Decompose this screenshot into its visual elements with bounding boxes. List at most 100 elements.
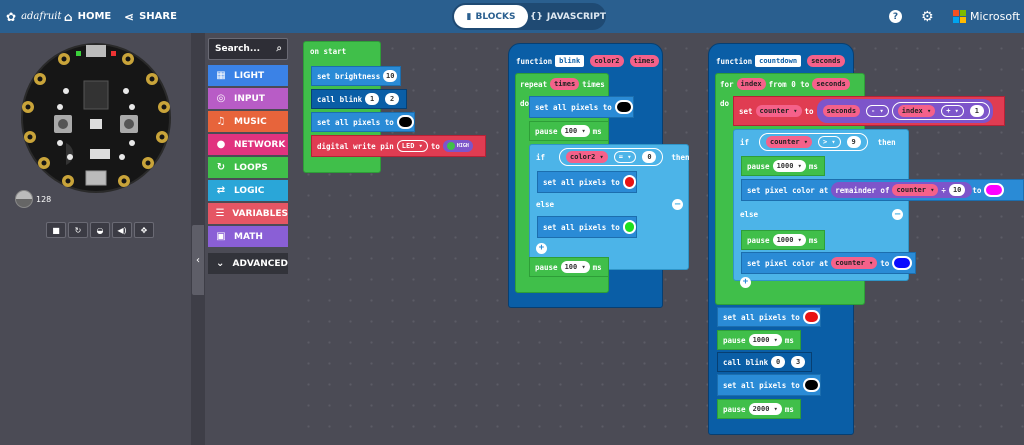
fullscreen-button[interactable]: ✥ — [134, 222, 154, 238]
call-blink-block[interactable]: call blink 1 2 — [311, 89, 407, 109]
light-level-slider[interactable]: 128 — [15, 190, 51, 208]
category-light[interactable]: ▦LIGHT — [208, 65, 288, 86]
stop-button[interactable]: ■ — [46, 222, 66, 238]
category-math[interactable]: ▣MATH — [208, 226, 288, 247]
cond-op-dropdown[interactable]: = ▾ — [613, 151, 637, 163]
mute-button[interactable]: ◀) — [112, 222, 132, 238]
param-color2[interactable]: color2 — [590, 55, 624, 67]
seconds-var[interactable]: seconds — [822, 105, 861, 117]
counter-var-dropdown[interactable]: counter ▾ — [755, 105, 802, 117]
pause-value-dropdown[interactable]: 1000 ▾ — [772, 160, 806, 172]
index-var-dropdown[interactable]: index ▾ — [897, 105, 936, 117]
restart-button[interactable]: ↻ — [68, 222, 88, 238]
param-times[interactable]: times — [629, 55, 659, 67]
set-all-pixels-black-block[interactable]: set all pixels to — [717, 374, 821, 396]
pin-dropdown[interactable]: LED ▾ — [396, 140, 428, 152]
circuit-playground-board[interactable] — [10, 43, 182, 193]
collapse-simulator-button[interactable]: ‹ — [192, 225, 204, 295]
black-color-swatch[interactable] — [614, 100, 633, 114]
blink-arg2-input[interactable]: 3 — [791, 356, 806, 368]
pause-block-3[interactable]: pause 1000 ▾ ms — [717, 330, 801, 350]
pause-block[interactable]: pause 1000 ▾ ms — [741, 156, 825, 176]
set-brightness-block[interactable]: set brightness 10 — [311, 66, 401, 86]
blocks-workspace[interactable]: on start set brightness 10 call blink 1 … — [293, 33, 1024, 445]
category-network[interactable]: ●NETWORK — [208, 134, 288, 155]
javascript-tab[interactable]: {} JAVASCRIPT — [530, 5, 606, 28]
gt-op-dropdown[interactable]: > ▾ — [817, 136, 841, 148]
pause-value-dropdown[interactable]: 2000 ▾ — [748, 403, 782, 415]
counter-var-dropdown[interactable]: counter ▾ — [892, 184, 939, 196]
add-branch-icon[interactable]: + — [536, 242, 547, 254]
category-advanced[interactable]: ⌄ADVANCED — [208, 253, 288, 274]
set-all-pixels-red-block[interactable]: set all pixels to — [537, 171, 637, 193]
nine-value-input[interactable]: 9 — [846, 136, 861, 148]
pause-value-dropdown[interactable]: 1000 ▾ — [772, 234, 806, 246]
home-button[interactable]: ⌂ HOME — [64, 0, 111, 33]
minus-op-dropdown[interactable]: - ▾ — [866, 105, 889, 117]
pause-value-dropdown[interactable]: 100 ▾ — [560, 261, 590, 273]
adafruit-logo[interactable]: ✿ adafruit — [6, 0, 62, 33]
category-music[interactable]: ♫MUSIC — [208, 111, 288, 132]
category-input[interactable]: ◎INPUT — [208, 88, 288, 109]
index-var[interactable]: index — [736, 78, 766, 90]
pause-value-dropdown[interactable]: 1000 ▾ — [748, 334, 782, 346]
blink-arg1-input[interactable]: 1 — [365, 93, 380, 105]
plus-op-dropdown[interactable]: + ▾ — [941, 105, 964, 117]
math-expression[interactable]: seconds - ▾ index ▾ + ▾ 1 — [816, 99, 993, 123]
cond-var-dropdown[interactable]: color2 ▾ — [566, 151, 608, 163]
one-value-input[interactable]: 1 — [969, 105, 984, 117]
set-all-pixels-block[interactable]: set all pixels to — [529, 96, 634, 118]
set-counter-block[interactable]: set counter ▾ to seconds - ▾ index ▾ + ▾… — [733, 96, 1005, 126]
black-color-swatch[interactable] — [396, 115, 414, 129]
blue-color-swatch[interactable] — [892, 256, 913, 270]
add-branch-icon[interactable]: + — [740, 276, 751, 288]
set-all-pixels-red-block[interactable]: set all pixels to — [717, 307, 821, 327]
cond-value-input[interactable]: 0 — [642, 151, 657, 163]
brightness-value-input[interactable]: 10 — [383, 70, 398, 82]
toolbox-search-input[interactable]: Search... ⌕ — [208, 38, 288, 60]
param-seconds[interactable]: seconds — [807, 55, 845, 67]
high-toggle[interactable]: HIGH — [442, 140, 473, 152]
function-name-input[interactable]: countdown — [755, 55, 802, 67]
category-variables[interactable]: ☰VARIABLES — [208, 203, 288, 224]
category-loops[interactable]: ↻LOOPS — [208, 157, 288, 178]
ten-value-input[interactable]: 10 — [948, 184, 966, 196]
counter-var-dropdown[interactable]: counter ▾ — [831, 257, 878, 269]
remove-else-icon[interactable]: − — [672, 198, 683, 210]
green-color-swatch[interactable] — [622, 220, 636, 234]
slowmo-button[interactable]: ◒ — [90, 222, 110, 238]
set-pixel-color-block-2[interactable]: set pixel color at counter ▾ to — [741, 252, 916, 274]
share-button[interactable]: ⋖ SHARE — [124, 0, 177, 33]
remainder-expression[interactable]: remainder of counter ▾ ÷ 10 — [831, 182, 973, 198]
category-logic[interactable]: ⇄LOGIC — [208, 180, 288, 201]
if-var-dropdown[interactable]: counter ▾ — [766, 136, 812, 148]
set-all-pixels-green-block[interactable]: set all pixels to — [537, 216, 637, 238]
pause-block[interactable]: pause 100 ▾ ms — [529, 121, 609, 141]
repeat-times-var[interactable]: times — [550, 78, 580, 90]
compare-expression[interactable]: counter ▾ > ▾ 9 — [759, 133, 868, 151]
blink-arg2-input[interactable]: 2 — [385, 93, 400, 105]
function-name-input[interactable]: blink — [555, 55, 585, 67]
digital-write-block[interactable]: digital write pin LED ▾ to HIGH — [311, 135, 486, 157]
pause-block-2[interactable]: pause 1000 ▾ ms — [741, 230, 825, 250]
slider-knob[interactable] — [15, 190, 33, 208]
blink-arg1-input[interactable]: 0 — [771, 356, 786, 368]
pause-block-2[interactable]: pause 100 ▾ ms — [529, 257, 609, 277]
inner-expression[interactable]: index ▾ + ▾ 1 — [891, 102, 990, 120]
red-color-swatch[interactable] — [622, 175, 636, 189]
set-pixel-color-block[interactable]: set pixel color at remainder of counter … — [741, 179, 1024, 201]
pause-block-4[interactable]: pause 2000 ▾ ms — [717, 399, 801, 419]
call-blink-block[interactable]: call blink 0 3 — [717, 352, 812, 372]
settings-button[interactable]: ⚙ — [921, 0, 934, 33]
compare-expression[interactable]: color2 ▾ = ▾ 0 — [559, 148, 664, 166]
remove-else-icon[interactable]: − — [892, 208, 903, 220]
black-color-swatch[interactable] — [802, 378, 820, 392]
pause-value-dropdown[interactable]: 100 ▾ — [560, 125, 590, 137]
blocks-tab[interactable]: ▮ BLOCKS — [454, 5, 528, 28]
set-all-pixels-block[interactable]: set all pixels to — [311, 112, 415, 132]
to-var[interactable]: seconds — [812, 78, 850, 90]
magenta-color-swatch[interactable] — [984, 183, 1005, 197]
help-button[interactable]: ? — [889, 0, 902, 33]
red-color-swatch[interactable] — [802, 310, 820, 324]
microsoft-logo[interactable]: Microsoft — [953, 0, 1020, 33]
